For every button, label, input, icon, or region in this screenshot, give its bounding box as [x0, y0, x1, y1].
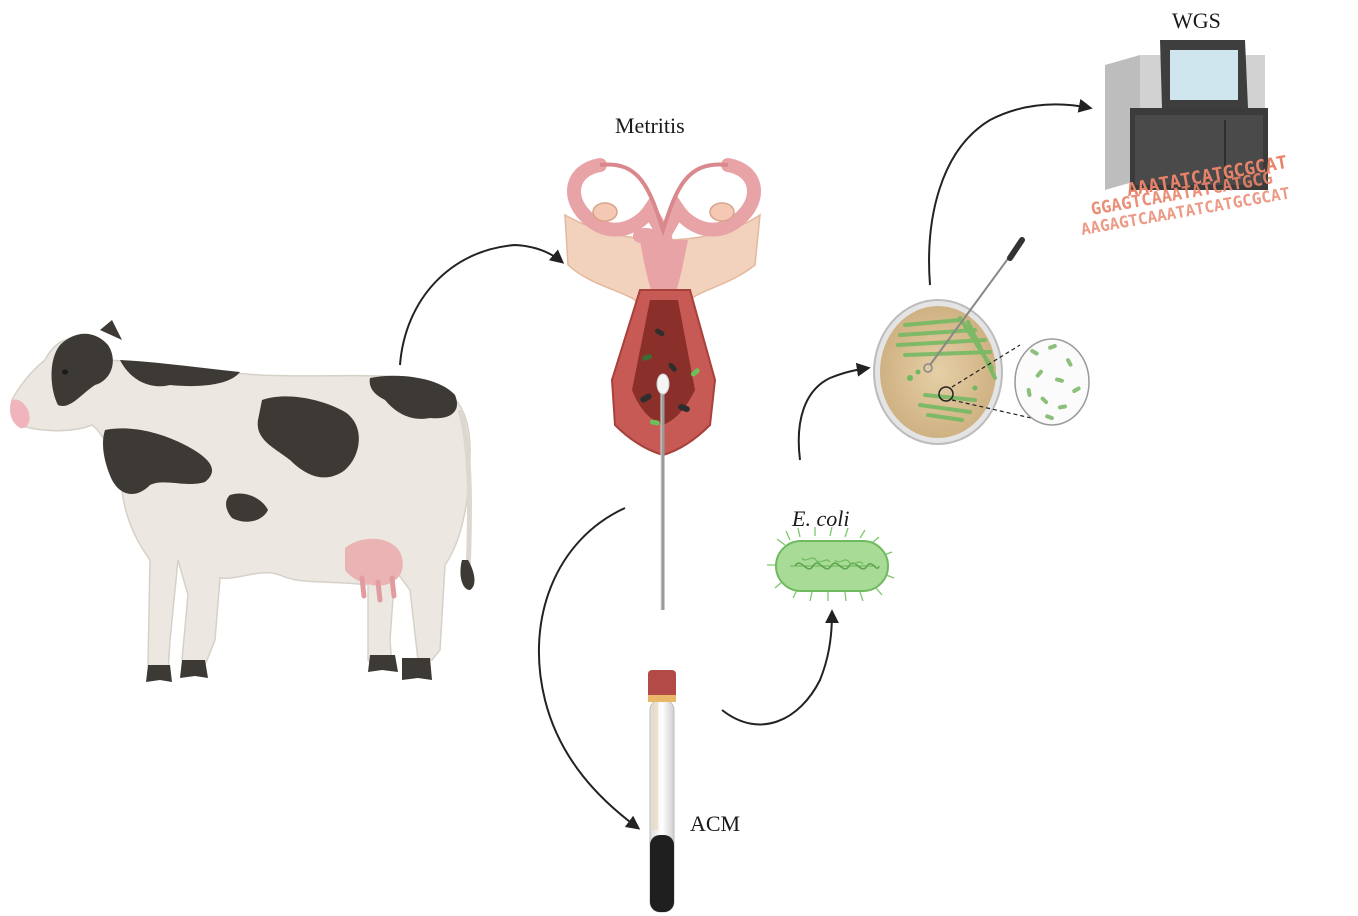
arrow-ecoli-to-plate [799, 368, 868, 460]
bacterium-icon [767, 527, 894, 601]
arrow-tube-to-ecoli [722, 612, 832, 724]
petri-dish-icon [874, 300, 1002, 444]
arrow-swab-to-tube [539, 508, 638, 828]
metritis-label: Metritis [615, 113, 685, 139]
arrow-cow-to-metritis [400, 245, 562, 365]
cow-icon [10, 320, 474, 682]
acm-label: ACM [690, 811, 740, 837]
wgs-label: WGS [1172, 8, 1221, 34]
tube-icon [648, 670, 676, 912]
ecoli-label: E. coli [792, 506, 849, 532]
